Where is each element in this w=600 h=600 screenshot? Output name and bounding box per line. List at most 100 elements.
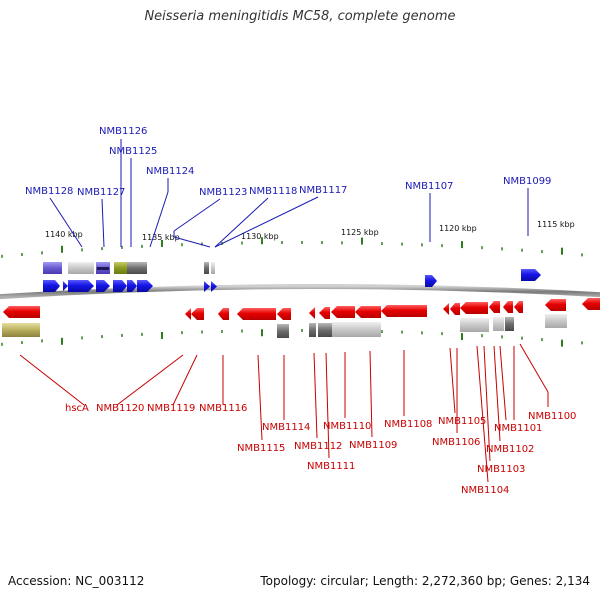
reverse-gene-arrow[interactable] bbox=[331, 306, 355, 318]
gene-label[interactable]: NMB1111 bbox=[307, 461, 355, 472]
gene-label[interactable]: NMB1115 bbox=[237, 443, 285, 454]
feature-box[interactable] bbox=[97, 267, 109, 270]
scale-label: 1115 kbp bbox=[537, 220, 575, 229]
forward-gene-arrow[interactable] bbox=[43, 280, 60, 292]
gene-label[interactable]: NMB1116 bbox=[199, 403, 247, 414]
accession-label: Accession: bbox=[8, 574, 72, 588]
gene-label[interactable]: NMB1124 bbox=[146, 166, 194, 177]
genome-backbone bbox=[0, 283, 600, 300]
feature-box[interactable] bbox=[505, 317, 514, 331]
gene-label[interactable]: NMB1105 bbox=[438, 416, 486, 427]
forward-gene-arrow[interactable] bbox=[521, 269, 541, 281]
feature-box[interactable] bbox=[68, 262, 94, 274]
forward-gene-arrow[interactable] bbox=[127, 280, 137, 292]
scale-label: 1125 kbp bbox=[341, 228, 379, 237]
forward-gene-arrow[interactable] bbox=[211, 281, 217, 292]
gene-label[interactable]: NMB1110 bbox=[323, 421, 371, 432]
reverse-gene-arrow[interactable] bbox=[237, 308, 276, 320]
leader-line bbox=[369, 350, 373, 438]
gene-label[interactable]: NMB1106 bbox=[432, 437, 480, 448]
accession-value: NC_003112 bbox=[75, 574, 145, 588]
reverse-gene-arrow[interactable] bbox=[319, 307, 330, 319]
leader-line bbox=[173, 198, 221, 232]
gene-label[interactable]: NMB1114 bbox=[262, 422, 310, 433]
gene-label[interactable]: NMB1118 bbox=[249, 186, 297, 197]
feature-box[interactable] bbox=[127, 262, 147, 274]
gene-label[interactable]: NMB1108 bbox=[384, 419, 432, 430]
feature-box[interactable] bbox=[277, 324, 289, 338]
forward-gene-arrow[interactable] bbox=[204, 281, 210, 292]
gene-label[interactable]: NMB1100 bbox=[528, 411, 576, 422]
gene-label[interactable]: NMB1120 bbox=[96, 403, 144, 414]
feature-box[interactable] bbox=[204, 262, 209, 274]
gene-label[interactable]: NMB1127 bbox=[77, 187, 125, 198]
feature-box[interactable] bbox=[114, 262, 127, 274]
feature-box[interactable] bbox=[211, 262, 215, 274]
forward-gene-arrow[interactable] bbox=[137, 280, 153, 292]
leader-line bbox=[313, 352, 318, 439]
reverse-gene-arrow[interactable] bbox=[218, 308, 229, 320]
reverse-gene-labels: hscA NMB1120 NMB1119 NMB1116 NMB1115 NMB… bbox=[65, 403, 576, 496]
gene-label[interactable]: NMB1104 bbox=[461, 485, 509, 496]
reverse-gene-arrow[interactable] bbox=[309, 307, 315, 319]
gene-label[interactable]: NMB1099 bbox=[503, 176, 551, 187]
reverse-gene-arrow[interactable] bbox=[545, 299, 566, 311]
leader-line bbox=[101, 198, 105, 248]
feature-box[interactable] bbox=[318, 323, 332, 337]
reverse-gene-arrow[interactable] bbox=[450, 303, 460, 315]
gene-label[interactable]: NMB1112 bbox=[294, 441, 342, 452]
reverse-gene-arrow[interactable] bbox=[381, 305, 427, 317]
genome-title: Neisseria meningitidis MC58, complete ge… bbox=[144, 9, 456, 24]
accession-line: Accession: NC_003112 bbox=[8, 574, 144, 588]
feature-box[interactable] bbox=[545, 314, 567, 328]
reverse-gene-arrow[interactable] bbox=[277, 308, 291, 320]
forward-gene-arrows bbox=[43, 269, 541, 292]
leader-line bbox=[476, 345, 489, 483]
feature-box[interactable] bbox=[309, 323, 316, 337]
reverse-gene-arrow[interactable] bbox=[582, 298, 600, 310]
topology-line: Topology: circular; Length: 2,272,360 bp… bbox=[260, 574, 590, 588]
forward-gene-arrow[interactable] bbox=[96, 280, 110, 292]
gene-label[interactable]: NMB1109 bbox=[349, 440, 397, 451]
reverse-gene-arrow[interactable] bbox=[489, 301, 500, 313]
gene-label[interactable]: NMB1101 bbox=[494, 423, 542, 434]
forward-gene-arrow[interactable] bbox=[68, 280, 94, 292]
reverse-gene-arrow[interactable] bbox=[355, 306, 381, 318]
leader-line bbox=[325, 352, 330, 459]
forward-gene-labels: NMB1128 NMB1127 NMB1126 NMB1125 NMB1124 … bbox=[25, 126, 551, 198]
feature-box[interactable] bbox=[460, 318, 489, 332]
feature-box[interactable] bbox=[493, 317, 504, 331]
gene-label[interactable]: NMB1117 bbox=[299, 185, 347, 196]
feature-box[interactable] bbox=[332, 322, 381, 337]
reverse-gene-arrow[interactable] bbox=[460, 302, 488, 314]
gene-label[interactable]: NMB1128 bbox=[25, 186, 73, 197]
gene-label[interactable]: NMB1107 bbox=[405, 181, 453, 192]
leader-line bbox=[257, 354, 263, 441]
leader-line bbox=[499, 345, 507, 421]
leader-line bbox=[19, 354, 85, 406]
reverse-gene-arrow[interactable] bbox=[514, 301, 523, 313]
reverse-gene-arrow[interactable] bbox=[443, 303, 449, 315]
forward-gene-arrow[interactable] bbox=[425, 275, 437, 287]
feature-box[interactable] bbox=[2, 323, 40, 337]
forward-gene-arrow[interactable] bbox=[113, 280, 127, 292]
gene-label[interactable]: hscA bbox=[65, 403, 89, 414]
leader-line bbox=[116, 354, 184, 406]
reverse-gene-arrow[interactable] bbox=[191, 308, 204, 320]
gene-label[interactable]: NMB1119 bbox=[147, 403, 195, 414]
reverse-feature-boxes bbox=[2, 314, 567, 338]
forward-gene-arrow[interactable] bbox=[63, 281, 68, 291]
gene-label[interactable]: NMB1102 bbox=[486, 444, 534, 455]
gene-label[interactable]: NMB1123 bbox=[199, 187, 247, 198]
upper-tick-row bbox=[1, 237, 583, 258]
leader-line bbox=[214, 197, 269, 248]
gene-label[interactable]: NMB1125 bbox=[109, 146, 157, 157]
gene-label[interactable]: NMB1103 bbox=[477, 464, 525, 475]
gene-label[interactable]: NMB1126 bbox=[99, 126, 147, 137]
reverse-gene-arrow[interactable] bbox=[185, 308, 191, 320]
feature-box[interactable] bbox=[43, 262, 62, 274]
reverse-gene-arrow[interactable] bbox=[503, 301, 513, 313]
reverse-gene-arrow[interactable] bbox=[3, 306, 40, 318]
